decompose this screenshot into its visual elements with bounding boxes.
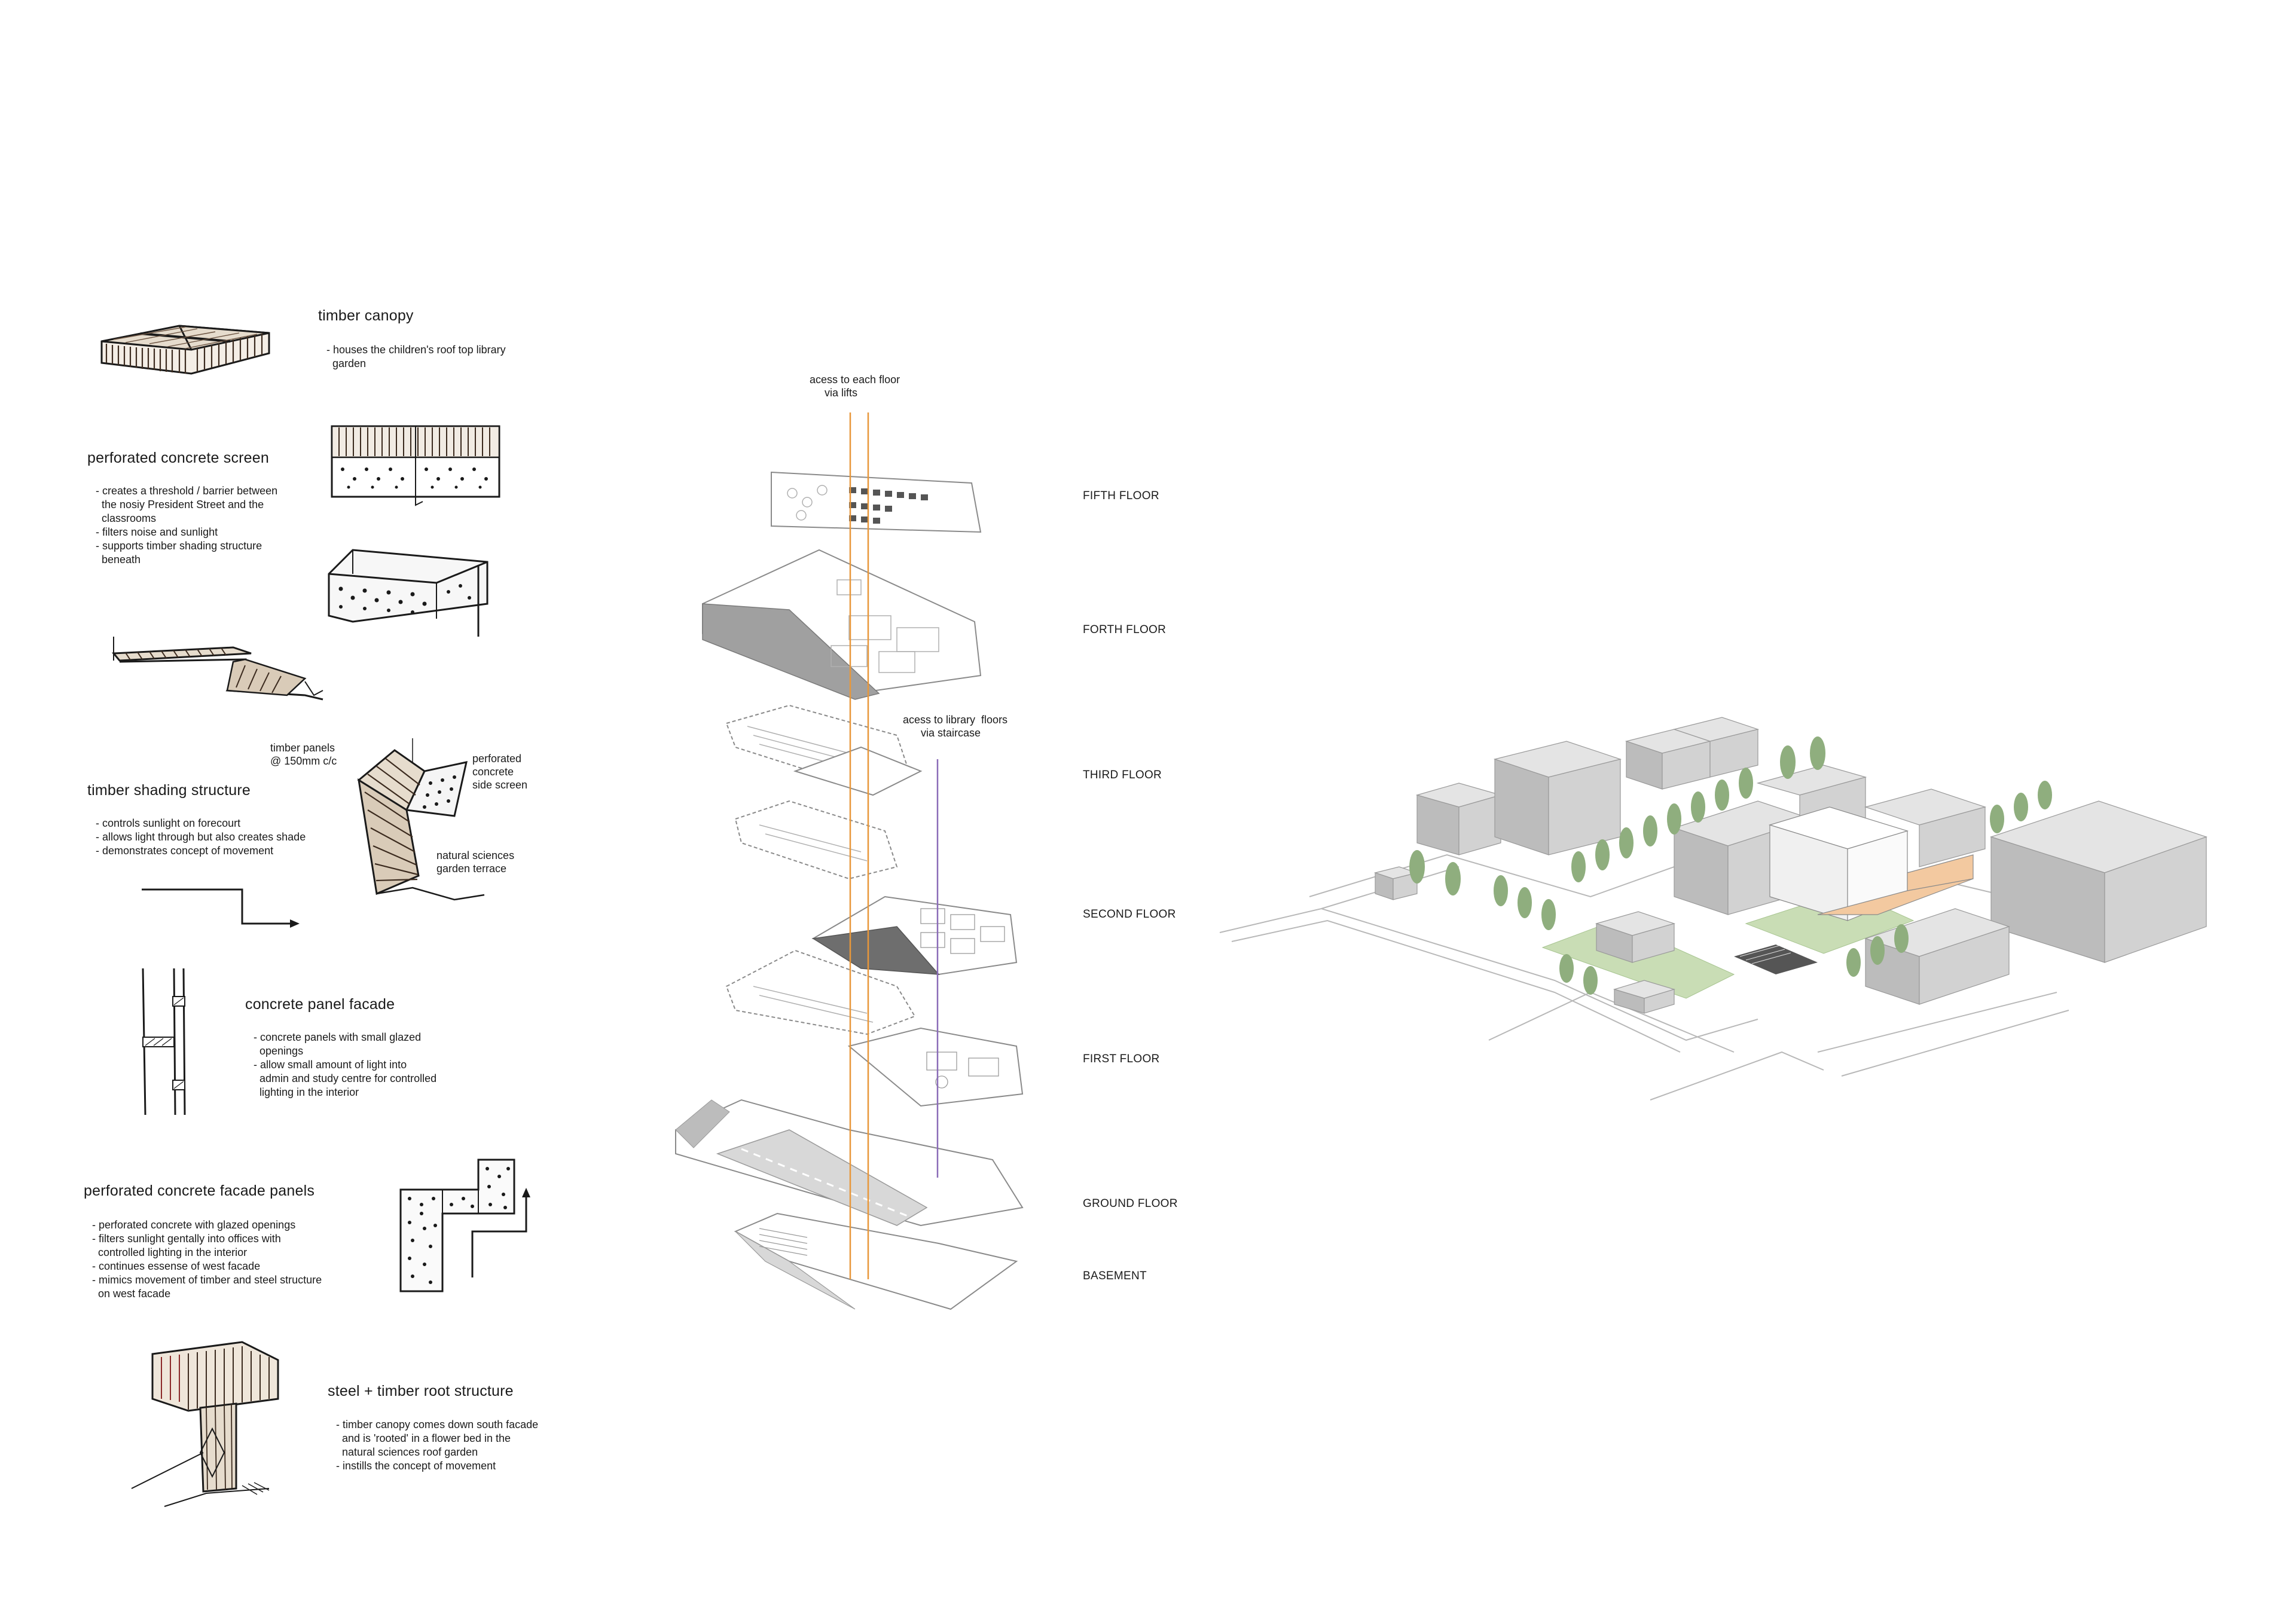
- concept-title: steel + timber root structure: [328, 1383, 514, 1399]
- concept-notes: - creates a threshold / barrier between …: [96, 485, 278, 566]
- movement-arrow-up-icon: [471, 1188, 530, 1277]
- exploded-axonometric-icon: [675, 412, 1024, 1310]
- floor-label-ground: GROUND FLOOR: [1083, 1197, 1178, 1210]
- stair-annotation: acess to library floors via staircase: [903, 714, 1008, 739]
- floor-label-first: FIRST FLOOR: [1083, 1053, 1160, 1065]
- label-garden-terrace: natural sciences garden terrace: [436, 849, 515, 875]
- perforated-facade-sketch-icon: [399, 1159, 515, 1292]
- concrete-panel-sketch-icon: [142, 968, 186, 1115]
- concept-title: perforated concrete facade panels: [84, 1182, 315, 1199]
- floor-label-third: THIRD FLOOR: [1083, 769, 1162, 781]
- concept-notes: - concrete panels with small glazed open…: [254, 1031, 437, 1098]
- site-axonometric-icon: [1219, 717, 2208, 1101]
- floor-label-second: SECOND FLOOR: [1083, 908, 1176, 921]
- perforated-screen-sketch-icon: [331, 425, 500, 506]
- label-timber-panels: timber panels @ 150mm c/c: [270, 742, 337, 767]
- timber-canopy-sketch-icon: [100, 325, 270, 375]
- concept-notes: - perforated concrete with glazed openin…: [92, 1219, 322, 1300]
- floor-label-basement: BASEMENT: [1083, 1270, 1147, 1282]
- concept-notes: - controls sunlight on forecourt - allow…: [96, 817, 306, 857]
- concept-title: timber canopy: [318, 307, 414, 324]
- timber-shading-sketch-icon: [357, 738, 485, 901]
- root-structure-sketch-icon: [131, 1341, 279, 1507]
- floor-label-fifth: FIFTH FLOOR: [1083, 490, 1159, 502]
- concept-title: concrete panel facade: [245, 996, 395, 1013]
- movement-arrow-icon: [142, 888, 300, 928]
- concept-notes: - timber canopy comes down south facade …: [336, 1419, 539, 1472]
- perforated-screen-perspective-icon: [328, 549, 488, 637]
- concept-title: timber shading structure: [87, 782, 251, 799]
- floor-label-forth: FORTH FLOOR: [1083, 623, 1167, 636]
- lift-annotation: acess to each floor via lifts: [810, 374, 900, 399]
- concept-notes: - houses the children's roof top library…: [326, 344, 506, 369]
- label-perforated-side-screen: perforated concrete side screen: [472, 753, 528, 791]
- timber-shading-section-icon: [111, 637, 323, 701]
- concept-title: perforated concrete screen: [87, 450, 269, 466]
